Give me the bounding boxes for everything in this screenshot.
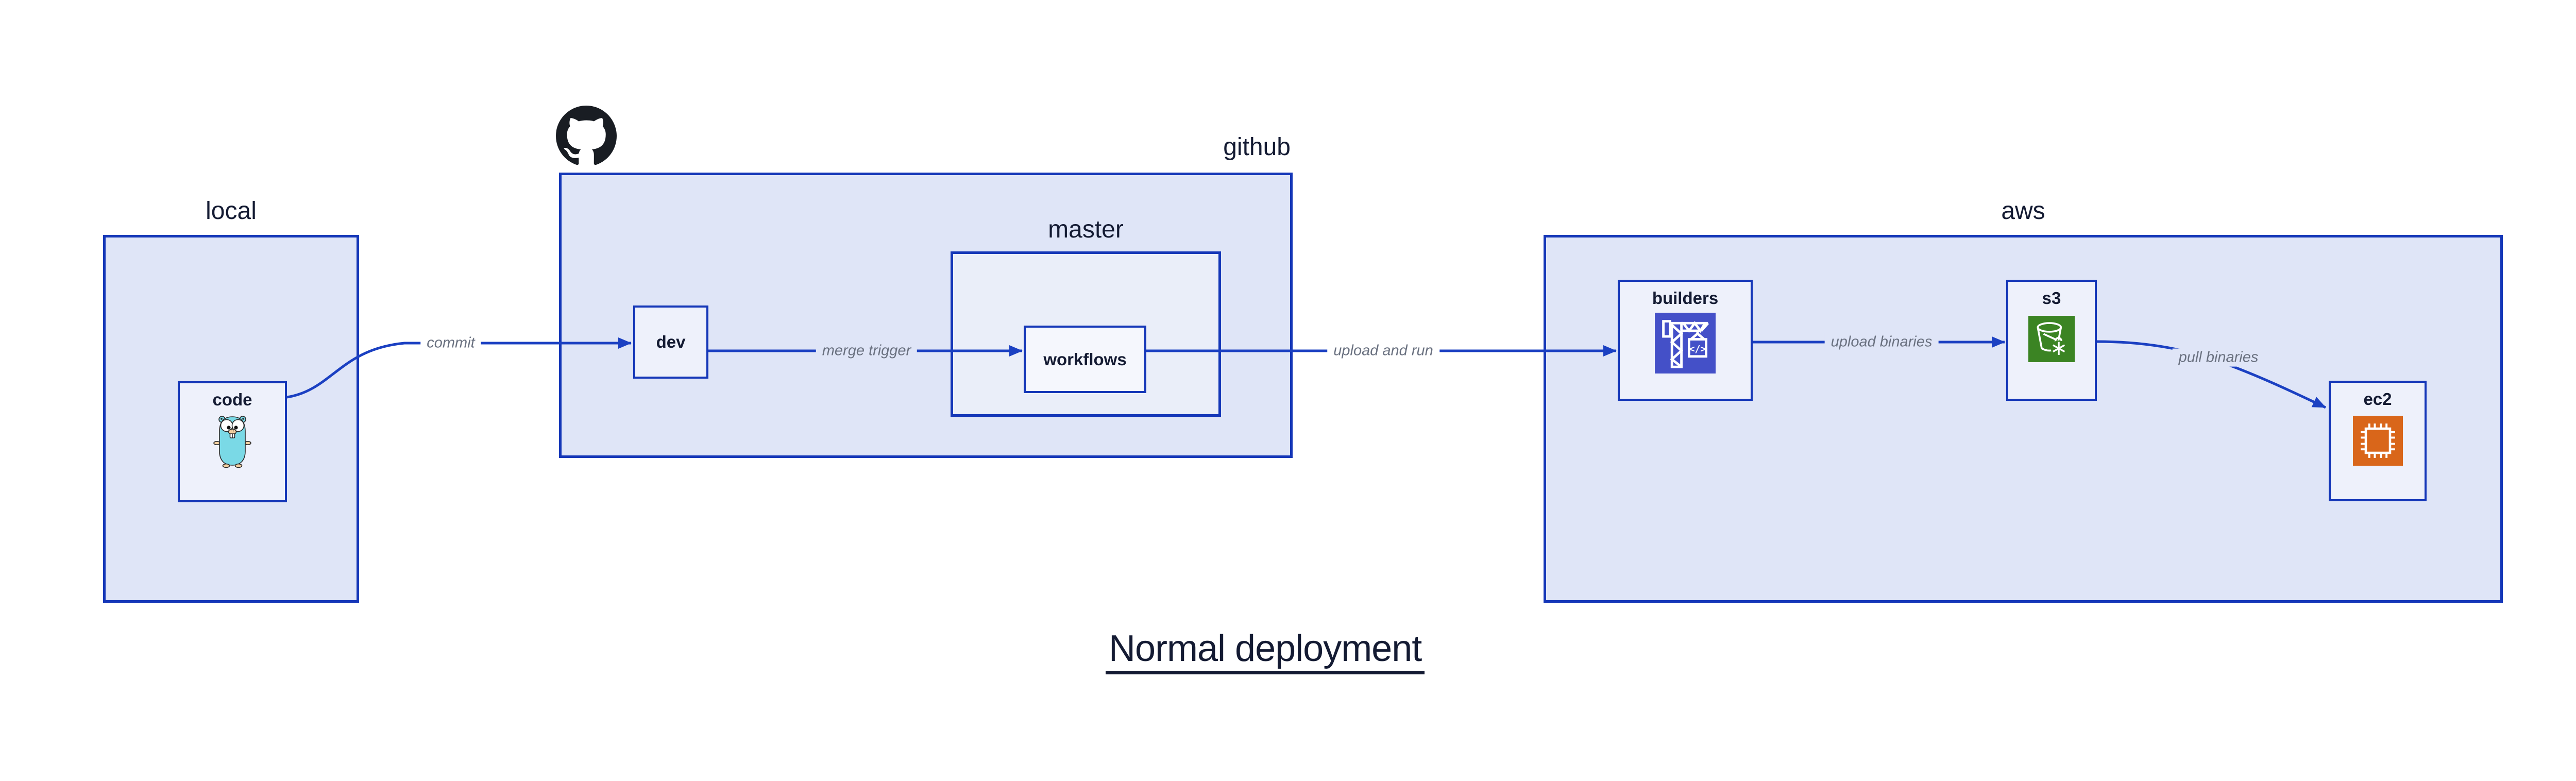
codebuild-crane-icon: </>: [1655, 312, 1716, 373]
workflows-node: workflows: [1024, 326, 1146, 393]
edge-pull-binaries-label: pull binaries: [2172, 348, 2265, 367]
ec2-node-label: ec2: [2363, 389, 2392, 409]
svg-text:</>: </>: [1689, 344, 1706, 354]
builders-node-label: builders: [1652, 288, 1719, 308]
edge-upload-and-run-label: upload and run: [1327, 342, 1439, 360]
dev-node-label: dev: [656, 332, 686, 352]
master-group-label: master: [1048, 216, 1124, 243]
ec2-node: ec2: [2329, 381, 2427, 501]
dev-node: dev: [633, 305, 708, 379]
edge-commit-label: commit: [420, 334, 481, 352]
code-node-label: code: [212, 390, 252, 409]
local-group-label: local: [206, 197, 257, 225]
s3-node: s3: [2006, 280, 2097, 401]
aws-group-label: aws: [2001, 197, 2045, 225]
diagram-title: Normal deployment: [1106, 627, 1425, 674]
edge-upload-binaries-label: upload binaries: [1824, 333, 1939, 351]
builders-node: builders </>: [1618, 280, 1753, 401]
workflows-node-label: workflows: [1043, 349, 1127, 369]
github-group-label: github: [1223, 133, 1291, 161]
s3-glacier-bucket-icon: [2028, 315, 2075, 362]
ec2-chip-icon: [2352, 415, 2403, 466]
edge-merge-trigger-label: merge trigger: [816, 342, 918, 360]
code-node: code: [178, 381, 287, 502]
github-icon: [556, 106, 617, 166]
s3-node-label: s3: [2042, 288, 2061, 308]
go-gopher-icon: [213, 414, 251, 468]
